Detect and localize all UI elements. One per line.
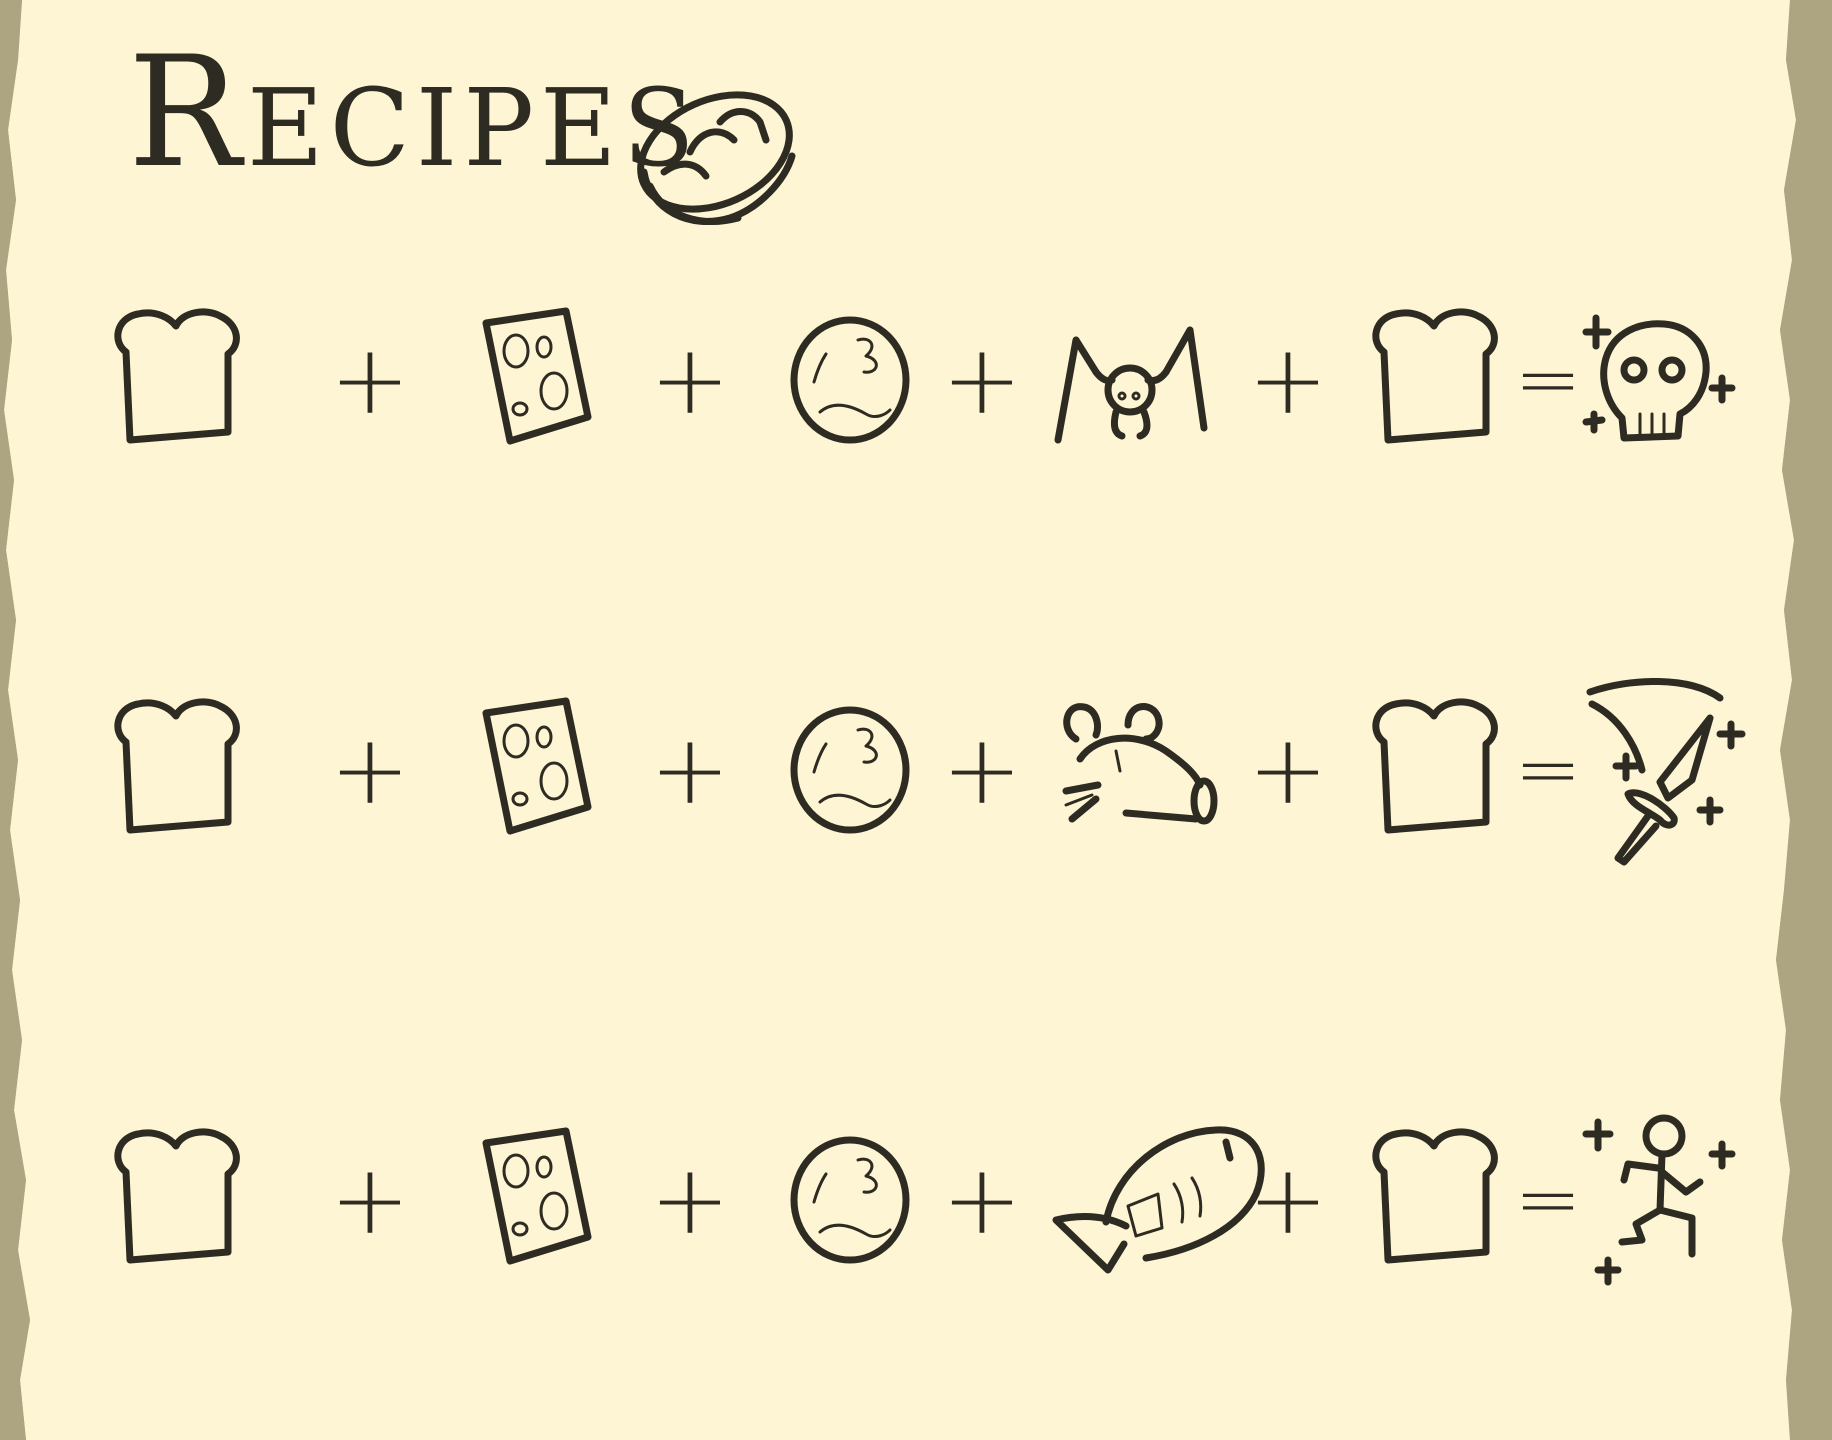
plus-operator: +: [1247, 1144, 1329, 1256]
plus-operator: +: [941, 324, 1023, 436]
equals-operator: =: [1514, 333, 1582, 426]
ingredient-slot: [110, 1120, 260, 1285]
bread-loaf-icon: [637, 91, 796, 225]
plus-operator: +: [941, 714, 1023, 826]
spotted-card-icon: [482, 307, 592, 445]
ingredient-slot: [1368, 1120, 1518, 1285]
plus-operator: +: [329, 1144, 411, 1256]
recipe-result: [1580, 310, 1740, 455]
ingredient-slot: [110, 300, 260, 465]
ingredient-slot: [1368, 690, 1518, 855]
recipe-result: [1580, 1110, 1750, 1295]
plus-operator: +: [649, 324, 731, 436]
running-man-icon: [1582, 1114, 1736, 1286]
ingredient-slot: [786, 1130, 916, 1275]
bread-slice-icon: [114, 308, 240, 444]
ingredient-slot: [1046, 1110, 1276, 1295]
skull-icon: [1582, 314, 1736, 442]
recipe-row: + + + + =: [0, 1114, 1832, 1300]
ingredient-slot: [474, 1125, 594, 1280]
recipe-row: + + + + =: [0, 300, 1832, 480]
recipe-result: [1580, 670, 1760, 875]
plus-operator: +: [649, 714, 731, 826]
ingredient-slot: [474, 695, 594, 850]
scribble-coin-icon: [790, 316, 910, 444]
sword-icon: [1586, 678, 1746, 866]
spider-icon: [1054, 326, 1208, 444]
equals-operator: =: [1514, 1153, 1582, 1246]
page-title: Recipes: [128, 24, 701, 202]
spotted-card-icon: [482, 1127, 592, 1265]
ingredient-slot: [1046, 695, 1226, 850]
plus-operator: +: [649, 1144, 731, 1256]
ingredient-slot: [1368, 300, 1518, 465]
plus-operator: +: [1247, 714, 1329, 826]
ingredient-slot: [474, 305, 594, 460]
ingredient-slot: [1046, 310, 1216, 455]
plus-operator: +: [1247, 324, 1329, 436]
plus-operator: +: [941, 1144, 1023, 1256]
plus-operator: +: [329, 714, 411, 826]
plus-operator: +: [329, 324, 411, 436]
ingredient-slot: [110, 690, 260, 855]
ingredient-slot: [786, 700, 916, 845]
bread-slice-icon: [114, 1128, 240, 1264]
equals-operator: =: [1514, 723, 1582, 816]
bread-slice-icon: [1372, 1128, 1498, 1264]
bread-slice-icon: [1372, 308, 1498, 444]
ingredient-slot: [786, 310, 916, 455]
scribble-coin-icon: [790, 1136, 910, 1264]
fish-icon: [1052, 1126, 1265, 1274]
mouse-icon: [1062, 703, 1218, 825]
spotted-card-icon: [482, 697, 592, 835]
bread-slice-icon: [1372, 698, 1498, 834]
bread-slice-icon: [114, 698, 240, 834]
recipe-row: + + + + =: [0, 678, 1832, 870]
scribble-coin-icon: [790, 706, 910, 834]
